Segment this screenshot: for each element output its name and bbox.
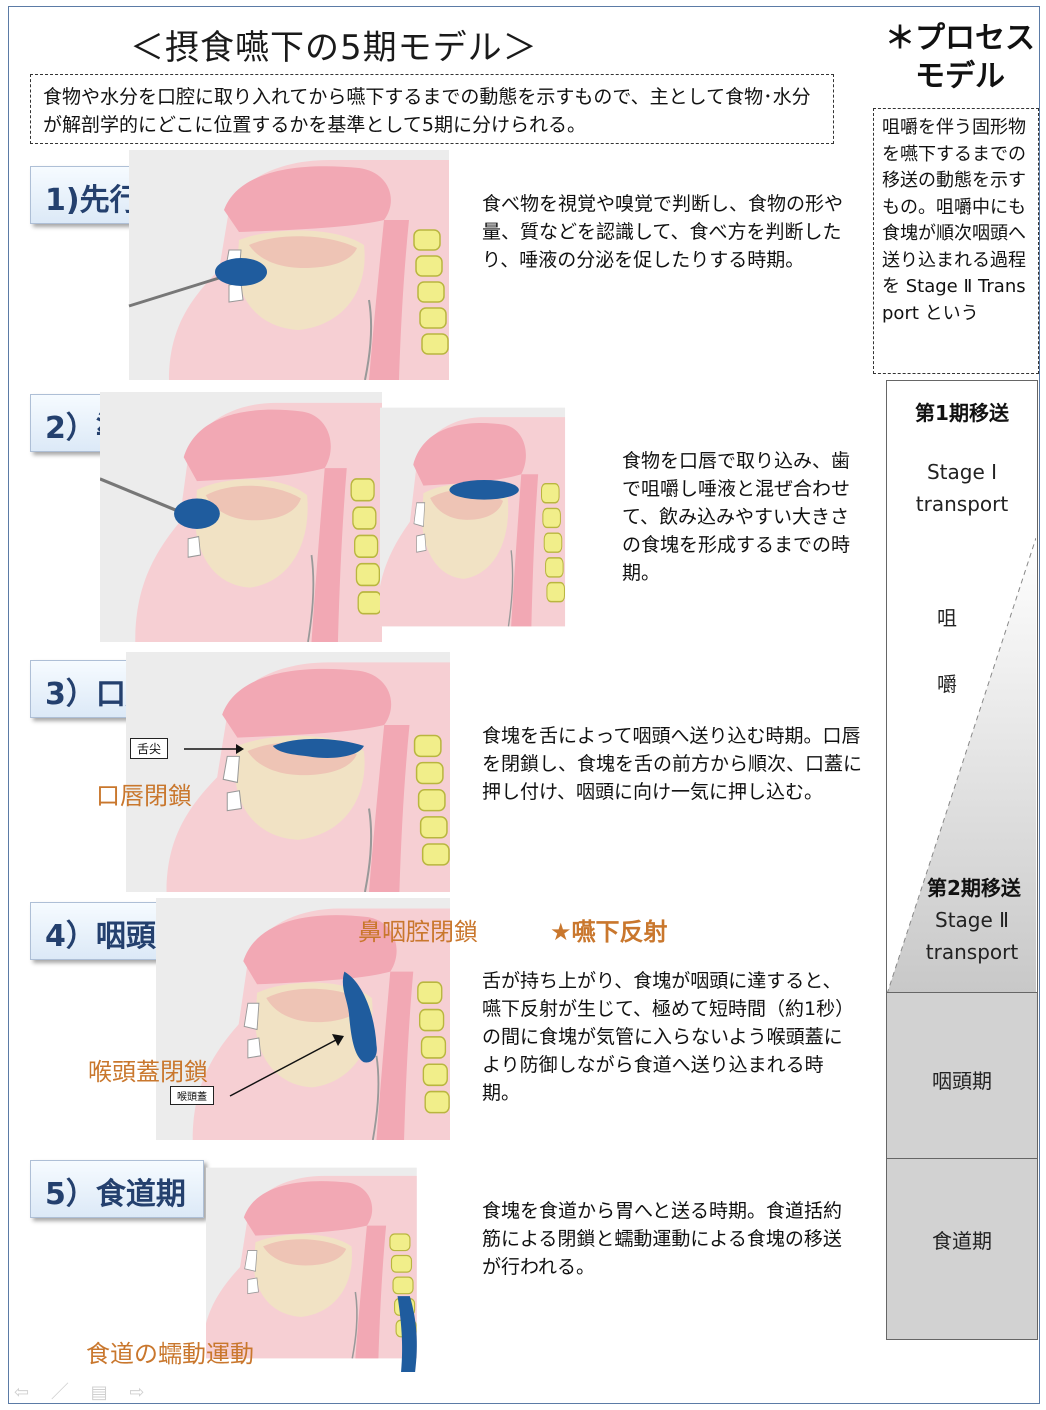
stage-description-2: 食物を口唇で取り込み、歯で咀嚼し唾液と混ぜ合わせて、飲み込みやすい大きさの食塊を… [622, 447, 858, 587]
process-model-title: ＊プロセス モデル [880, 20, 1040, 96]
page-title: ＜摂食嚥下の5期モデル＞ [130, 20, 538, 69]
sidebar-stage1-title: 第1期移送 [887, 397, 1037, 426]
pen-icon[interactable]: ／ [51, 1382, 69, 1403]
sidebar-chew-char2: 嚼 [937, 668, 957, 697]
illustration-stage-1 [128, 150, 450, 380]
sidebar-stage1-line1: Stage Ⅰ [887, 456, 1037, 488]
process-title-line2: モデル [880, 58, 1040, 96]
sidebar-pharyngeal-label: 咽頭期 [887, 1065, 1037, 1094]
epiglottis-closure-label: 喉頭蓋閉鎖 [88, 1052, 208, 1087]
process-title-line1: ＊プロセス [880, 20, 1040, 58]
sidebar-pharyngeal-phase: 咽頭期 [886, 992, 1038, 1160]
nasopharynx-closure-label: 鼻咽腔閉鎖 [358, 912, 478, 947]
illustration-stage-3 [126, 652, 450, 892]
stage-description-5: 食塊を食道から胃へと送る時期。食道括約筋による閉鎖と蠕動運動による食塊の移送が行… [482, 1197, 857, 1281]
sidebar-esophageal-phase: 食道期 [886, 1158, 1038, 1340]
sidebar-stage2-title: 第2期移送 [927, 872, 1021, 901]
process-model-description: 咀嚼を伴う固形物を嚥下するまでの移送の動態を示すもの。咀嚼中にも食塊が順次咽頭へ… [873, 108, 1039, 374]
slide-nav-controls: ⇦ ／ ▤ ⇨ [14, 1378, 160, 1404]
stage-description-4: 舌が持ち上がり、食塊が咽頭に達すると、嚥下反射が生じて、極めて短時間（約1秒）の… [482, 967, 857, 1107]
tongue-tip-label: 舌尖 [130, 738, 168, 759]
stage-label-5: 5）食道期 [30, 1160, 204, 1218]
sidebar-chewing-block: 咀 嚼 第2期移送 Stage Ⅱ transport [886, 538, 1038, 994]
stage-description-3: 食塊を舌によって咽頭へ送り込む時期。口唇を閉鎖し、食塊を舌の前方から順次、口蓋に… [482, 722, 872, 806]
epiglottis-arrow [220, 1024, 360, 1104]
sidebar-esophageal-label: 食道期 [887, 1225, 1037, 1254]
menu-icon[interactable]: ▤ [91, 1382, 108, 1403]
sidebar-stage2-line1: Stage Ⅱ [887, 904, 1046, 936]
intro-box: 食物や水分を口腔に取り入れてから嚥下するまでの動態を示すもので、主として食物･水… [30, 74, 834, 144]
sidebar-stage2-line2: transport [887, 936, 1046, 968]
prev-arrow-icon[interactable]: ⇦ [14, 1382, 29, 1403]
sidebar-chew-char1: 咀 [937, 602, 957, 631]
tongue-tip-arrow [184, 742, 244, 756]
illustration-stage-2b [380, 392, 596, 642]
next-arrow-icon[interactable]: ⇨ [129, 1382, 144, 1403]
swallow-reflex-label: ★嚥下反射 [550, 912, 668, 947]
illustration-stage-2a [100, 392, 382, 642]
epiglottis-label: 喉頭蓋 [170, 1086, 214, 1105]
sidebar-stage1-line2: transport [887, 488, 1037, 520]
sidebar-stage1-transport: 第1期移送 Stage Ⅰ transport [886, 380, 1038, 540]
peristalsis-label: 食道の蠕動運動 [86, 1334, 254, 1369]
stage-description-1: 食べ物を視覚や嗅覚で判断し、食物の形や量、質などを認識して、食べ方を判断したり、… [482, 190, 857, 274]
lip-closure-label: 口唇閉鎖 [96, 776, 192, 811]
